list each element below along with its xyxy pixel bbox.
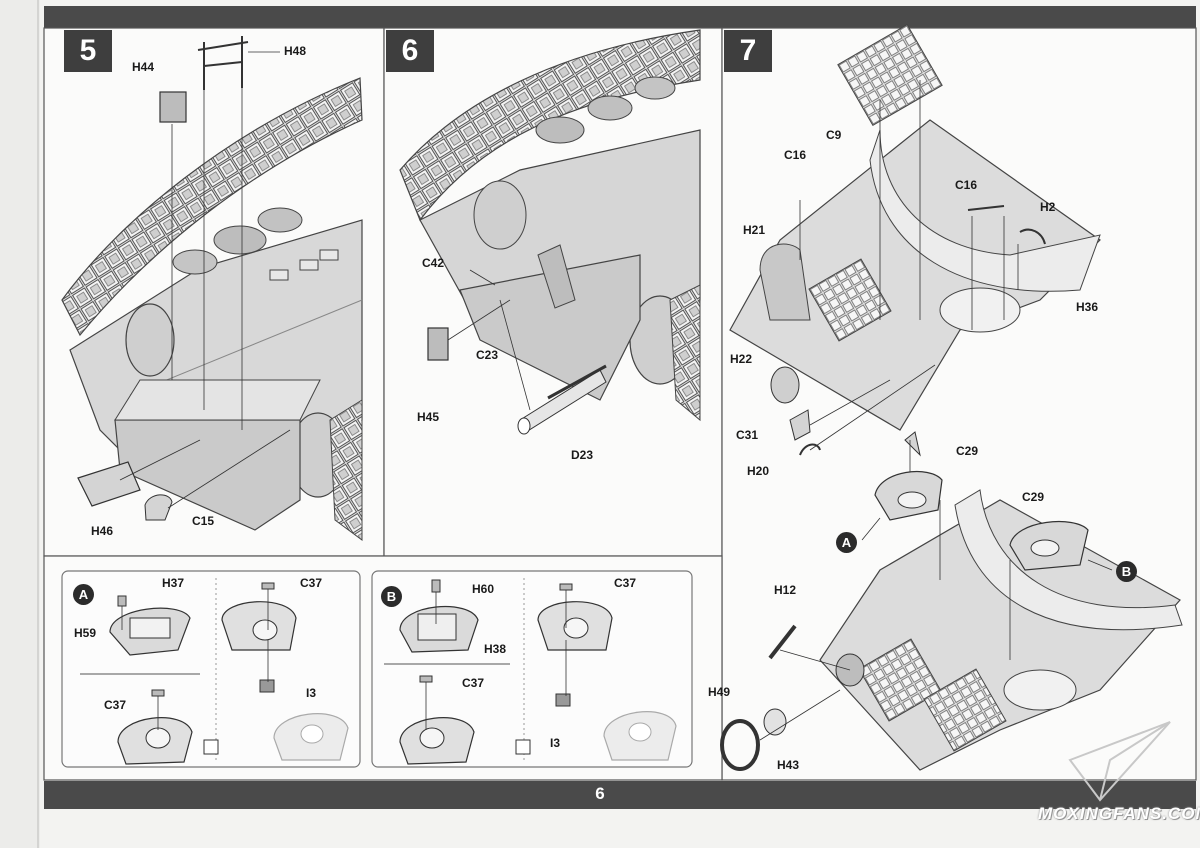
label-c37-a-top: C37	[300, 576, 323, 590]
label-h49: H49	[708, 685, 731, 699]
label-h43: H43	[777, 758, 800, 772]
step7-lower-drawing	[720, 471, 1183, 771]
step7-upper-drawing	[729, 24, 1101, 500]
step-number-7: 7	[724, 30, 772, 72]
label-h46: H46	[91, 524, 114, 538]
label-i3-b: I3	[550, 736, 561, 750]
marker-a-subbox: A	[73, 584, 94, 605]
label-h20: H20	[747, 464, 770, 478]
label-h45: H45	[417, 410, 440, 424]
label-i3-a: I3	[306, 686, 317, 700]
label-c37-b-mid: C37	[462, 676, 485, 690]
marker-b-subbox: B	[381, 586, 402, 607]
label-c16-left: C16	[784, 148, 807, 162]
header-bar	[44, 6, 1196, 28]
step6-drawing	[399, 29, 701, 435]
step-number-5: 5	[64, 30, 112, 72]
label-h38: H38	[484, 642, 507, 656]
step-number-6: 6	[386, 30, 434, 72]
step5-drawing	[61, 36, 363, 541]
label-h36: H36	[1076, 300, 1099, 314]
label-h48: H48	[284, 44, 307, 58]
label-h21: H21	[743, 223, 766, 237]
label-h44: H44	[132, 60, 155, 74]
label-c37-a-bottom: C37	[104, 698, 127, 712]
label-c29-upper: C29	[956, 444, 979, 458]
label-h59: H59	[74, 626, 97, 640]
marker-a-step7: A	[836, 532, 857, 553]
label-c42: C42	[422, 256, 445, 270]
label-h2: H2	[1040, 200, 1056, 214]
subbox-b-drawings	[384, 579, 677, 765]
label-c31: C31	[736, 428, 759, 442]
label-c23: C23	[476, 348, 499, 362]
label-c15: C15	[192, 514, 215, 528]
label-c37-b-top: C37	[614, 576, 637, 590]
label-h22: H22	[730, 352, 753, 366]
label-c16-right: C16	[955, 178, 978, 192]
label-c9: C9	[826, 128, 842, 142]
page-number: 6	[595, 784, 605, 803]
label-h12: H12	[774, 583, 797, 597]
footer-bar	[44, 781, 1196, 809]
watermark-logo	[1068, 721, 1171, 802]
marker-b-step7: B	[1116, 561, 1137, 582]
label-c29-lower: C29	[1022, 490, 1045, 504]
label-d23: D23	[571, 448, 594, 462]
subbox-a-drawings	[80, 582, 349, 765]
watermark-text: MOXINGFANS.COM	[1038, 804, 1200, 823]
label-h37: H37	[162, 576, 185, 590]
label-h60: H60	[472, 582, 495, 596]
